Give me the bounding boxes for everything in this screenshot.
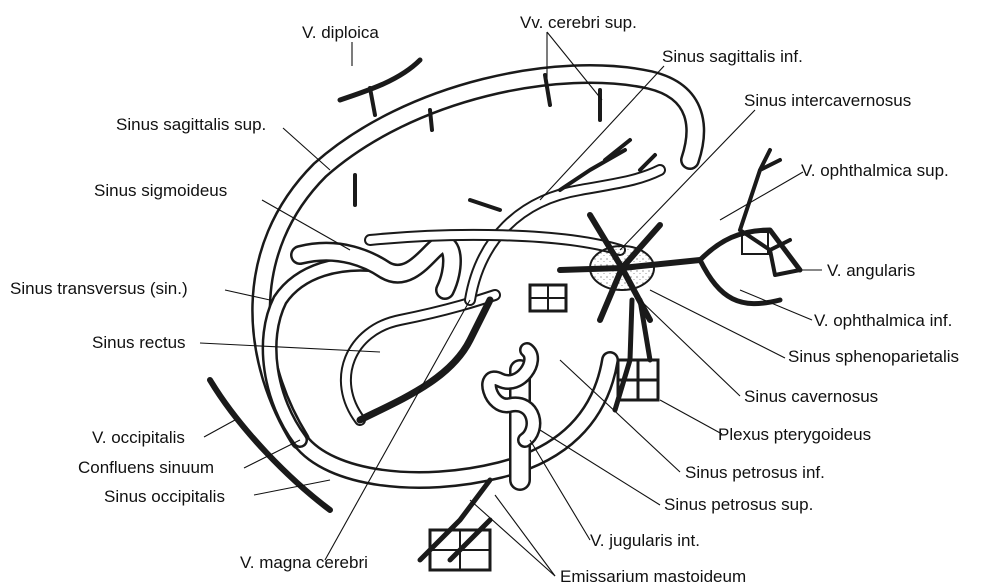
label-v-ophthalmica-inf: V. ophthalmica inf. — [814, 311, 952, 330]
label-sinus-petrosus-sup: Sinus petrosus sup. — [664, 495, 813, 514]
leader-sinus-sagittalis-sup — [283, 128, 330, 170]
label-sinus-occipitalis: Sinus occipitalis — [104, 487, 225, 506]
label-sinus-transversus: Sinus transversus (sin.) — [10, 279, 188, 298]
label-emissarium-mastoideum: Emissarium mastoideum — [560, 567, 746, 585]
label-v-occipitalis: V. occipitalis — [92, 428, 185, 447]
plexus-pterygoideus-vessel — [615, 300, 658, 410]
label-sinus-sigmoideus: Sinus sigmoideus — [94, 181, 227, 200]
leader-sinus-occipitalis — [254, 480, 330, 495]
label-sinus-intercavernosus: Sinus intercavernosus — [744, 91, 911, 110]
label-sinus-rectus: Sinus rectus — [92, 333, 186, 352]
label-v-diploica: V. diploica — [302, 23, 379, 42]
leader-sinus-petrosus-sup — [540, 430, 660, 505]
label-vv-cerebri-sup: Vv. cerebri sup. — [520, 13, 637, 32]
label-v-ophthalmica-sup: V. ophthalmica sup. — [801, 161, 949, 180]
leader-sinus-cavernosus — [640, 300, 740, 396]
label-sinus-sagittalis-sup: Sinus sagittalis sup. — [116, 115, 266, 134]
leader-emissarium-1 — [470, 500, 555, 576]
label-v-jugularis-int: V. jugularis int. — [590, 531, 700, 550]
leader-emissarium-2 — [495, 495, 555, 576]
sinus-cavernosus-vessel — [560, 215, 800, 320]
leader-plexus-pterygoideus — [660, 400, 722, 434]
label-sinus-cavernosus: Sinus cavernosus — [744, 387, 878, 406]
cavernous-lattice-left — [530, 285, 566, 311]
label-sinus-petrosus-inf: Sinus petrosus inf. — [685, 463, 825, 482]
label-plexus-pterygoideus: Plexus pterygoideus — [718, 425, 871, 444]
v-jugularis-int-vessel — [489, 350, 533, 480]
leader-v-magna-cerebri — [325, 300, 470, 560]
leader-v-occipitalis — [204, 420, 235, 437]
vessel-network — [210, 60, 800, 570]
label-confluens-sinuum: Confluens sinuum — [78, 458, 214, 477]
leader-confluens-sinuum — [244, 440, 300, 468]
label-sinus-sphenoparietalis: Sinus sphenoparietalis — [788, 347, 959, 366]
label-sinus-sagittalis-inf: Sinus sagittalis inf. — [662, 47, 803, 66]
label-v-angularis: V. angularis — [827, 261, 915, 280]
label-v-magna-cerebri: V. magna cerebri — [240, 553, 368, 572]
leader-v-ophthalmica-sup — [720, 172, 803, 220]
